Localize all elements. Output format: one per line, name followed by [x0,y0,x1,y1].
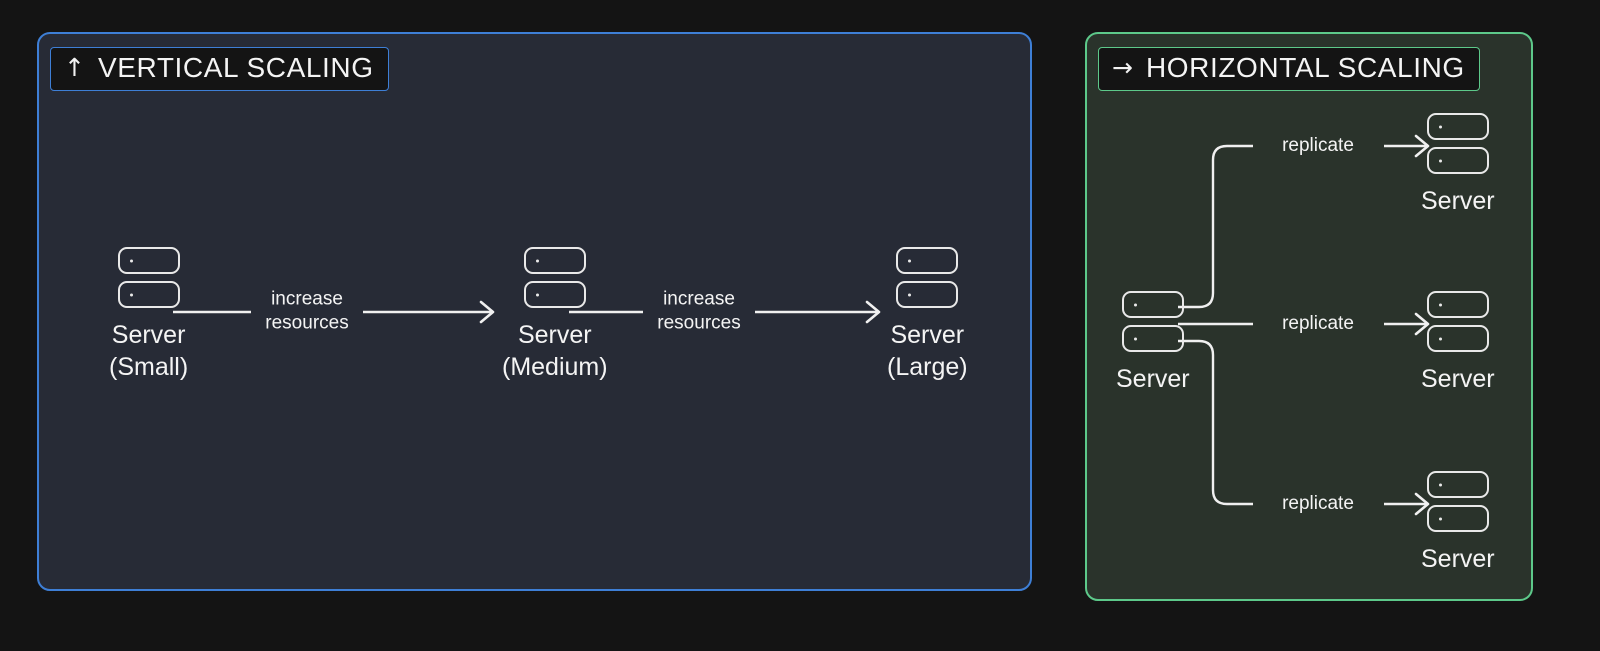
panel-horizontal-title: HORIZONTAL SCALING [1145,52,1465,83]
server-rack-unit [896,281,959,308]
horizontal-connectors [1178,134,1430,516]
node-server-large[interactable]: Server (Large) [887,247,968,383]
server-icon [523,247,586,308]
arrow-up-icon: ↑ [64,53,85,82]
panel-vertical-title-badge: ↑ VERTICAL SCALING [50,47,389,91]
server-rack-unit [117,247,180,274]
panel-horizontal-title-badge: → HORIZONTAL SCALING [1098,47,1480,91]
server-icon [896,247,959,308]
node-server-replica-3[interactable]: Server [1421,471,1495,575]
node-server-replica-2[interactable]: Server [1421,291,1495,395]
node-label: Server [1421,545,1495,573]
node-label: Server (Large) [887,321,968,381]
server-icon [1426,291,1489,352]
node-label: Server [1421,187,1495,215]
arrow-right-icon: → [1112,53,1133,82]
server-icon [1426,113,1489,174]
panel-vertical-scaling: ↑ VERTICAL SCALING increase resources in… [37,32,1032,591]
server-rack-unit [1426,147,1489,174]
server-rack-unit [896,247,959,274]
server-icon [117,247,180,308]
node-server-replica-1[interactable]: Server [1421,113,1495,217]
server-rack-unit [1426,471,1489,498]
server-rack-unit [523,281,586,308]
vertical-connectors [173,300,881,324]
connector-label-increase-resources-1: increase resources [265,288,349,333]
node-server-medium[interactable]: Server (Medium) [502,247,608,383]
panel-vertical-title: VERTICAL SCALING [97,52,374,83]
server-rack-unit [1426,325,1489,352]
panel-horizontal-scaling: → HORIZONTAL SCALING replicate replicate… [1085,32,1533,601]
server-icon [1426,471,1489,532]
server-rack-unit [523,247,586,274]
node-label: Server [1116,365,1190,393]
server-rack-unit [1426,291,1489,318]
connector-label-replicate-top: replicate [1282,135,1354,157]
connector-label-increase-resources-2: increase resources [657,288,741,333]
node-server-source[interactable]: Server [1116,291,1190,395]
connector-label-replicate-middle: replicate [1282,313,1354,335]
node-label: Server (Small) [109,321,189,381]
server-rack-unit [117,281,180,308]
connector-label-replicate-bottom: replicate [1282,493,1354,515]
node-label: Server [1421,365,1495,393]
node-label: Server (Medium) [502,321,608,381]
server-rack-unit [1121,291,1184,318]
node-server-small[interactable]: Server (Small) [109,247,188,383]
server-rack-unit [1121,325,1184,352]
server-icon [1121,291,1184,352]
server-rack-unit [1426,505,1489,532]
server-rack-unit [1426,113,1489,140]
